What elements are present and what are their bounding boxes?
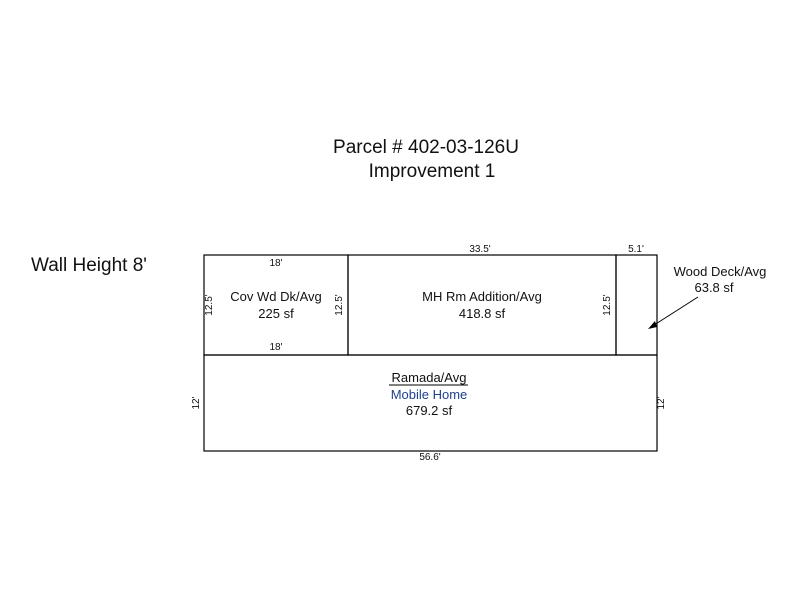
wood-deck-name: Wood Deck/Avg bbox=[673, 264, 767, 279]
wood-deck-outline bbox=[615, 254, 658, 356]
mh-rm-addition-name: MH Rm Addition/Avg bbox=[422, 289, 542, 304]
cov-wd-dk-name: Cov Wd Dk/Avg bbox=[230, 289, 322, 304]
wood-deck-arrowhead bbox=[648, 321, 657, 329]
parcel-title: Parcel # 402-03-126U bbox=[333, 137, 519, 158]
dim-deck-top: 5.1' bbox=[628, 244, 644, 255]
ramada-sub-label: Mobile Home bbox=[390, 387, 468, 402]
ramada-name: Ramada/Avg bbox=[391, 370, 467, 385]
wood-deck-pointer-arrow bbox=[650, 296, 699, 328]
dim-mh-top: 33.5' bbox=[469, 244, 491, 255]
dim-mh-right: 12.5' bbox=[602, 294, 613, 316]
dim-cov-left: 12.5' bbox=[204, 294, 215, 316]
ramada-area: 679.2 sf bbox=[405, 403, 453, 418]
improvement-title: Improvement 1 bbox=[368, 161, 496, 182]
cov-wd-dk-area: 225 sf bbox=[258, 306, 294, 321]
dim-cov-bottom: 18' bbox=[269, 342, 283, 353]
mh-rm-addition-area: 418.8 sf bbox=[458, 306, 506, 321]
mh-rm-addition-outline bbox=[347, 254, 617, 356]
dim-ramada-left: 12' bbox=[191, 396, 202, 410]
dim-cov-right: 12.5' bbox=[334, 294, 345, 316]
ramada-outline bbox=[203, 354, 658, 452]
wood-deck-area: 63.8 sf bbox=[694, 280, 734, 295]
wall-height-label: Wall Height 8' bbox=[31, 255, 147, 276]
cov-wd-dk-outline bbox=[203, 254, 349, 356]
dim-cov-top: 18' bbox=[269, 258, 283, 269]
dim-ramada-bottom: 56.6' bbox=[419, 452, 441, 463]
dim-ramada-right: 12' bbox=[656, 396, 667, 410]
